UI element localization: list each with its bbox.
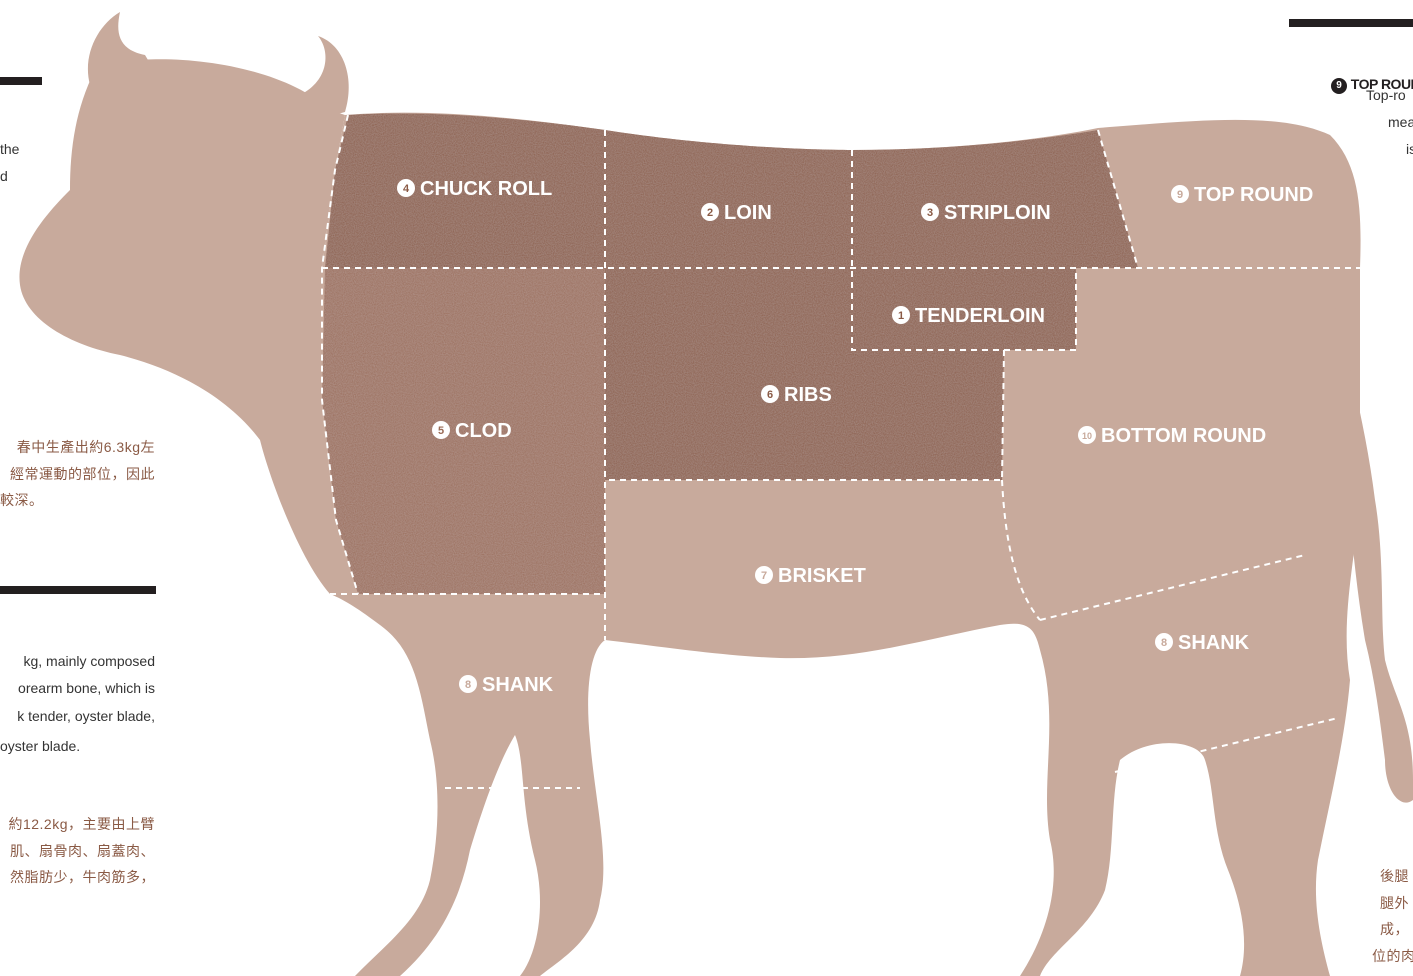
svg-text:9: 9 <box>1177 189 1183 201</box>
svg-text:5: 5 <box>438 425 444 437</box>
svg-text:LOIN: LOIN <box>724 202 772 224</box>
svg-text:6: 6 <box>767 389 773 401</box>
label-tenderloin: 1 TENDERLOIN <box>892 305 1045 327</box>
svg-text:4: 4 <box>403 183 410 195</box>
svg-text:CHUCK ROLL: CHUCK ROLL <box>420 178 552 200</box>
label-loin: 2 LOIN <box>701 202 772 224</box>
cut-loin-region <box>605 130 852 268</box>
svg-text:SHANK: SHANK <box>1178 632 1250 654</box>
svg-text:BOTTOM ROUND: BOTTOM ROUND <box>1101 425 1266 447</box>
svg-text:CLOD: CLOD <box>455 420 512 442</box>
label-ribs: 6 RIBS <box>761 384 832 406</box>
label-chuck-roll: 4 CHUCK ROLL <box>397 178 552 200</box>
label-bottom-round: 10 BOTTOM ROUND <box>1078 425 1266 447</box>
svg-text:7: 7 <box>761 570 767 582</box>
svg-text:RIBS: RIBS <box>784 384 832 406</box>
svg-text:8: 8 <box>465 679 471 691</box>
svg-text:10: 10 <box>1082 431 1092 441</box>
svg-text:STRIPLOIN: STRIPLOIN <box>944 202 1051 224</box>
svg-text:TOP ROUND: TOP ROUND <box>1194 184 1313 206</box>
cut-striploin-region <box>852 130 1138 268</box>
svg-text:3: 3 <box>927 207 933 219</box>
svg-text:2: 2 <box>707 207 713 219</box>
svg-text:BRISKET: BRISKET <box>778 565 866 587</box>
svg-text:1: 1 <box>898 310 904 322</box>
svg-text:8: 8 <box>1161 637 1167 649</box>
svg-text:TENDERLOIN: TENDERLOIN <box>915 305 1045 327</box>
svg-text:SHANK: SHANK <box>482 674 554 696</box>
